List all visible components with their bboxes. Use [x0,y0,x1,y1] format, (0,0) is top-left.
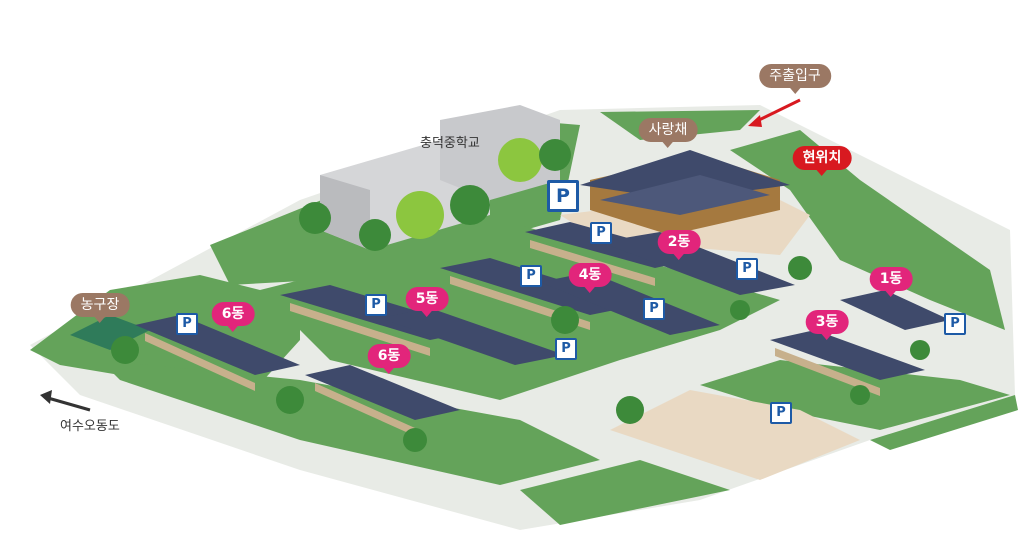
building-2-label: 2동 [657,230,701,260]
exit-entrance-label: 주출입구 [759,64,831,94]
current-location-label: 현위치 [792,146,852,176]
school-label: 충덕중학교 [420,136,480,151]
parking-icon-main: P [547,180,579,212]
basketball-label: 농구장 [70,293,130,323]
grass-right [730,130,1005,330]
parking-icon: P [365,294,387,316]
building-4-label: 4동 [568,263,612,293]
parking-icon: P [520,265,542,287]
parking-icon: P [176,313,198,335]
grass-bottom [520,460,730,525]
parking-icon: P [555,338,577,360]
building-5-label: 5동 [405,287,449,317]
sand-lot [610,390,860,480]
yeosu-arrow [40,390,91,412]
parking-icon: P [944,313,966,335]
entrance-arrow [748,98,801,127]
building-3-label: 3동 [805,310,849,340]
building-6a-label: 6동 [211,302,255,332]
building-6b-label: 6동 [367,344,411,374]
parking-icon: P [643,298,665,320]
parking-icon: P [590,222,612,244]
grass-bottom-left [100,360,600,485]
building-1-label: 1동 [869,267,913,297]
yeosu-label: 여수오동도 [60,419,120,434]
basketball-court [70,315,150,350]
grass-far-right [870,395,1018,450]
housing-walls [145,240,880,436]
sarangchae-label: 사랑채 [638,118,698,148]
trees [111,138,930,452]
sarangchae-building [580,150,790,235]
parking-icon: P [770,402,792,424]
parking-icon: P [736,258,758,280]
